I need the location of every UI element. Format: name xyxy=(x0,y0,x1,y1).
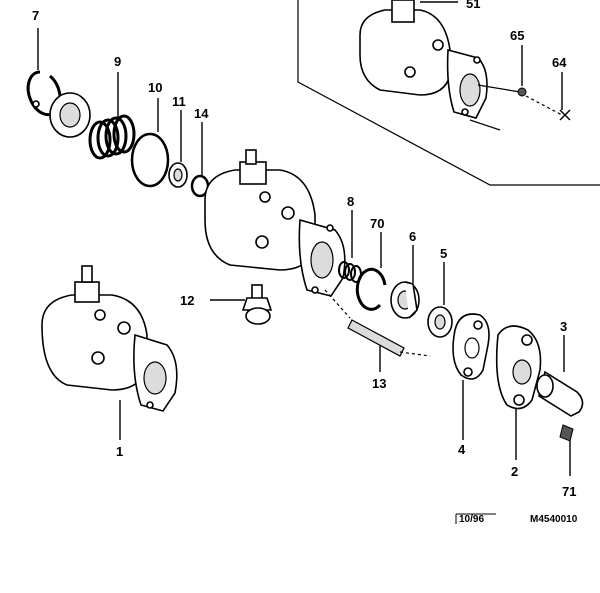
label-6: 6 xyxy=(409,229,416,244)
label-12: 12 xyxy=(180,293,194,308)
inset-pump xyxy=(359,0,521,131)
part-13-stud xyxy=(347,319,405,357)
part-2-cover xyxy=(495,325,542,410)
label-65: 65 xyxy=(510,28,524,43)
part-70-ring xyxy=(355,267,387,311)
part-9-spring xyxy=(88,114,136,160)
label-64: 64 xyxy=(552,55,567,70)
label-14: 14 xyxy=(194,106,209,121)
bearing xyxy=(49,92,91,138)
part-4-gasket xyxy=(452,313,490,380)
label-11: 11 xyxy=(172,94,186,109)
label-4: 4 xyxy=(458,442,466,457)
label-8: 8 xyxy=(347,194,354,209)
label-10: 10 xyxy=(148,80,162,95)
label-51: 51 xyxy=(466,0,480,11)
label-13: 13 xyxy=(372,376,386,391)
part-65-plug xyxy=(517,87,527,97)
label-9: 9 xyxy=(114,54,121,69)
pump-housing-center xyxy=(204,149,346,297)
footer-code: M4540010 xyxy=(530,514,578,525)
part-1-pump-assembly xyxy=(41,265,178,412)
part-7-circlip xyxy=(26,70,62,117)
part-12-nipple xyxy=(241,284,273,325)
label-1: 1 xyxy=(116,444,123,459)
label-71: 71 xyxy=(562,484,576,499)
label-2: 2 xyxy=(511,464,518,479)
part-64-pin xyxy=(559,109,571,121)
footer-date: 10/96 xyxy=(459,514,484,525)
label-3: 3 xyxy=(560,319,567,334)
label-70: 70 xyxy=(370,216,384,231)
label-5: 5 xyxy=(440,246,447,261)
part-3-cap xyxy=(536,370,584,417)
part-10-o-ring xyxy=(130,132,170,188)
part-6-piston xyxy=(390,281,420,319)
part-71-bolt xyxy=(559,424,574,442)
inset-frame xyxy=(297,0,600,186)
label-7: 7 xyxy=(32,8,39,23)
